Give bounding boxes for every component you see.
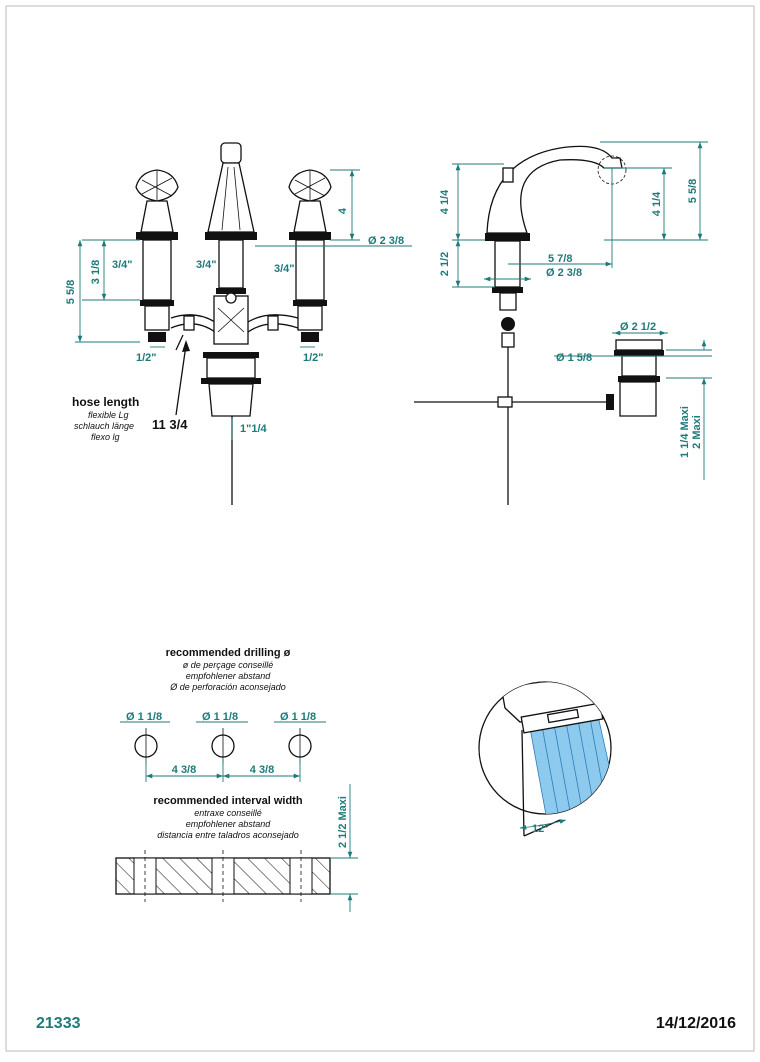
front-thread-right: 3/4" [274, 263, 295, 275]
popup-flange [614, 350, 664, 356]
drawing-date: 14/12/2016 [656, 1015, 736, 1032]
side-spout-rise: 4 1/4 [651, 191, 663, 216]
side-spout-height: 4 1/4 [439, 189, 451, 214]
side-popup-head: Ø 2 1/2 [620, 321, 656, 333]
hose-length-value: 11 3/4 [152, 417, 188, 432]
hose-title: hose length [72, 395, 139, 409]
front-inlet-left: 1/2" [136, 352, 157, 364]
interval-title: recommended interval width [153, 795, 302, 807]
popup-nut [618, 376, 660, 382]
hose-assembly [170, 292, 299, 351]
drilling-fr: ø de perçage conseillé [183, 660, 274, 670]
drilling-title: recommended drilling ø [166, 647, 291, 659]
side-base-cap [485, 233, 530, 241]
side-base-diameter: Ø 2 3/8 [546, 267, 582, 279]
drawing-reference: 21333 [36, 1015, 81, 1032]
front-spout-diameter: Ø 2 3/8 [368, 235, 404, 247]
right-handle [288, 169, 332, 342]
front-thread-left: 3/4" [112, 259, 133, 271]
side-waste-range-a: 1 1/4 Maxi [679, 406, 691, 458]
rod-pivot [606, 394, 614, 410]
side-dimensions [452, 141, 712, 480]
popup-head [615, 339, 663, 351]
center-spout [205, 142, 257, 294]
side-waste-range-b: 2 Maxi [691, 415, 703, 449]
side-popup-body: Ø 1 5/8 [556, 352, 592, 364]
front-body-height: 3 1/8 [90, 260, 102, 284]
side-valve-top [499, 292, 517, 311]
hose-fr: flexible Lg [88, 410, 129, 420]
interval-de: empfohlener abstand [186, 819, 272, 829]
side-spout-total: 5 5/8 [687, 179, 699, 203]
side-valve-ball [501, 317, 515, 331]
front-inlet-right: 1/2" [303, 352, 324, 364]
side-view: 4 1/4 4 1/4 5 5/8 2 1/2 5 7/8 Ø 2 3/8 Ø … [414, 141, 712, 505]
hole-label-1: Ø 1 1/8 [126, 711, 162, 723]
hose-leader-arrow [182, 340, 190, 352]
aerator-detail: 12° [478, 681, 612, 837]
hose-es: flexo lg [91, 432, 120, 442]
side-reach: 5 7/8 [548, 253, 572, 265]
hose-de: schlauch länge [74, 421, 134, 431]
left-handle [135, 169, 179, 342]
interval-es: distancia entre taladros aconsejado [157, 830, 299, 840]
aerator-angle: 12° [532, 823, 549, 835]
side-valve-body [501, 332, 515, 348]
side-lever [502, 167, 514, 183]
spacing-label-1: 4 3/8 [172, 764, 196, 776]
interval-section: recommended interval width entraxe conse… [115, 784, 358, 912]
drilling-section: recommended drilling ø ø de perçage cons… [120, 647, 326, 782]
front-view: 4 Ø 2 3/8 3 1/8 5 5/8 3/4" 3/4" 3/4" 1/2… [65, 142, 412, 505]
popup-body [621, 355, 657, 377]
interval-fr: entraxe conseillé [194, 808, 262, 818]
side-nut [492, 287, 523, 293]
side-base-height: 2 1/2 [439, 252, 451, 276]
drilling-de: empfohlener abstand [186, 671, 272, 681]
front-handle-height: 4 [337, 207, 349, 214]
rod-clamp [497, 396, 513, 408]
drilling-es: Ø de perforación aconsejado [169, 682, 286, 692]
spacing-label-2: 4 3/8 [250, 764, 274, 776]
side-spout [486, 145, 623, 234]
front-drain-size: 1"1/4 [240, 423, 268, 435]
hole-label-2: Ø 1 1/8 [202, 711, 238, 723]
sheet-border [5, 5, 755, 1052]
front-dimensions [75, 169, 412, 440]
interval-thickness: 2 1/2 Maxi [337, 796, 349, 848]
hose-leader-line [175, 344, 187, 416]
popup-tailpiece [619, 381, 657, 417]
front-total-height: 5 5/8 [65, 280, 77, 304]
hole-label-3: Ø 1 1/8 [280, 711, 316, 723]
front-thread-center: 3/4" [196, 259, 217, 271]
